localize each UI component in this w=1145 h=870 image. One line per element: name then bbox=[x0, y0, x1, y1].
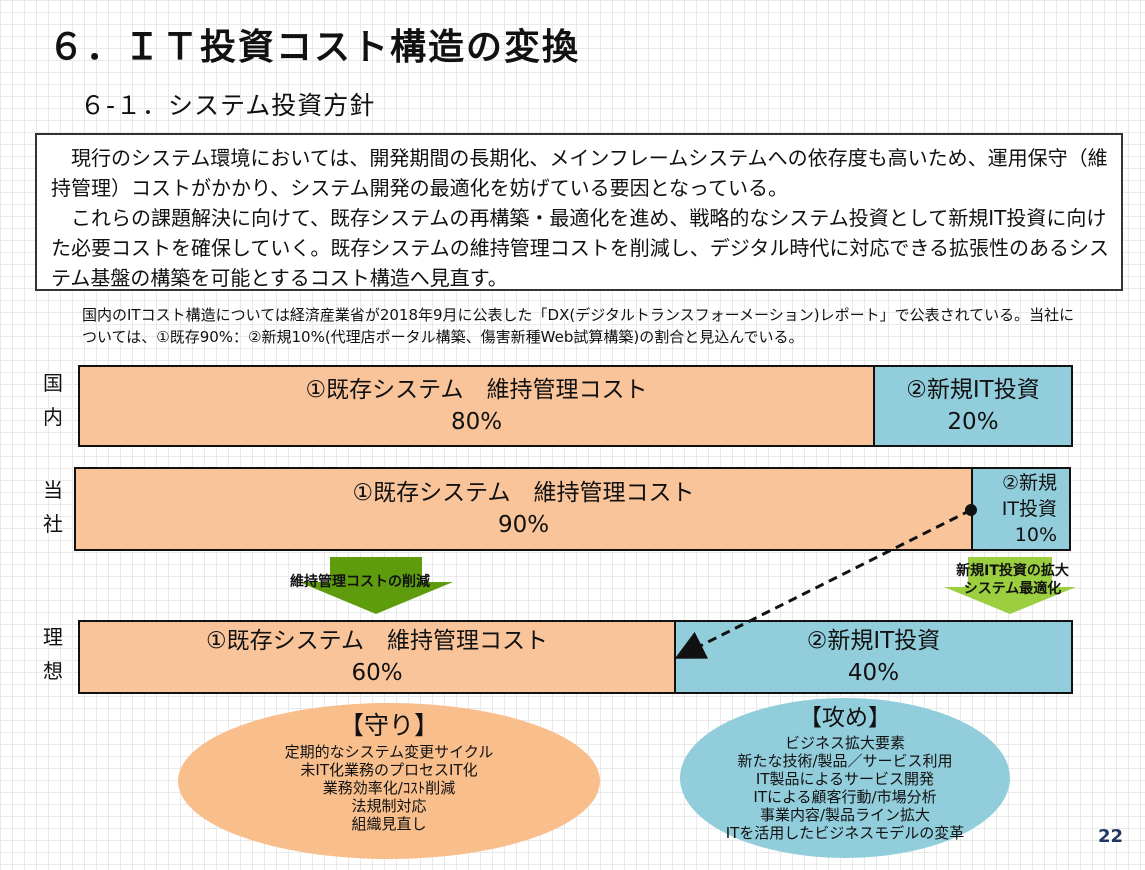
row-label-ideal-char-1: 理 bbox=[43, 625, 63, 649]
company-new-label-line-2: IT投資 bbox=[1001, 498, 1057, 520]
summary-paragraph-2: これらの課題解決に向けて、既存システムの再構築・最適化を進め、戦略的なシステム投… bbox=[51, 206, 1109, 290]
offense-item: IT製品によるサービス開発 bbox=[755, 770, 935, 788]
ideal-new-bar: ②新規IT投資 40% bbox=[674, 620, 1073, 694]
defense-ellipse: 【守り】 定期的なシステム変更サイクル 未IT化業務のプロセスIT化 業務効率化… bbox=[178, 703, 600, 859]
ideal-existing-bar: ①既存システム 維持管理コスト 60% bbox=[78, 620, 676, 694]
summary-paragraph-1: 現行のシステム環境においては、開発期間の長期化、メインフレームシステムへの依存度… bbox=[51, 146, 1108, 200]
dashed-connector-arrow bbox=[674, 508, 972, 659]
note-text: 国内のITコスト構造については経済産業省が2018年9月に公表した「DX(デジタ… bbox=[82, 306, 1075, 346]
defense-item: 業務効率化/ｺｽﾄ削減 bbox=[322, 779, 456, 797]
reduction-arrow-label: 維持管理コストの削減 bbox=[290, 574, 430, 590]
expansion-label-line-1: 新規IT投資の拡大 bbox=[956, 563, 1069, 579]
row-label-ideal-char-2: 想 bbox=[43, 659, 63, 683]
row-label-company-char-1: 当 bbox=[43, 478, 63, 502]
row-label-ideal: 理 想 bbox=[36, 620, 70, 688]
domestic-existing-label: ①既存システム 維持管理コスト bbox=[305, 377, 648, 403]
row-label-domestic-char-2: 内 bbox=[43, 405, 63, 429]
defense-item: 法規制対応 bbox=[351, 797, 427, 815]
page-number: 22 bbox=[1097, 826, 1123, 847]
defense-title: 【守り】 bbox=[338, 711, 439, 740]
reduction-arrow bbox=[299, 557, 453, 614]
ideal-new-pct: 40% bbox=[847, 660, 900, 686]
offense-ellipse: 【攻め】 ビジネス拡大要素 新たな技術/製品／サービス利用 IT製品によるサービ… bbox=[680, 698, 1010, 858]
expansion-label-line-2: システム最適化 bbox=[963, 581, 1062, 597]
ideal-existing-label: ①既存システム 維持管理コスト bbox=[206, 628, 548, 654]
summary-box: 現行のシステム環境においては、開発期間の長期化、メインフレームシステムへの依存度… bbox=[35, 133, 1123, 291]
row-label-domestic: 国 内 bbox=[36, 366, 70, 434]
company-new-pct: 10% bbox=[1014, 524, 1057, 546]
offense-item: 新たな技術/製品／サービス利用 bbox=[737, 752, 953, 770]
row-label-company-char-2: 社 bbox=[43, 512, 63, 536]
company-existing-bar: ①既存システム 維持管理コスト 90% bbox=[74, 467, 973, 551]
domestic-new-pct: 20% bbox=[947, 409, 999, 435]
offense-item: ITによる顧客行動/市場分析 bbox=[753, 788, 937, 806]
defense-item: 未IT化業務のプロセスIT化 bbox=[300, 761, 478, 779]
offense-item: ITを活用したビジネスモデルの変革 bbox=[725, 824, 965, 842]
offense-item: 事業内容/製品ライン拡大 bbox=[759, 806, 931, 824]
company-new-label-line-1: ②新規 bbox=[1001, 472, 1057, 494]
expansion-arrow bbox=[944, 557, 1076, 614]
defense-item: 組織見直し bbox=[351, 815, 427, 833]
offense-item: ビジネス拡大要素 bbox=[784, 734, 905, 752]
company-existing-pct: 90% bbox=[497, 512, 550, 538]
row-label-company: 当 社 bbox=[36, 473, 70, 541]
domestic-new-bar: ②新規IT投資 20% bbox=[873, 365, 1073, 447]
connector-start-dot bbox=[965, 504, 977, 516]
company-new-bar: ②新規 IT投資 10% bbox=[971, 467, 1071, 551]
row-label-domestic-char-1: 国 bbox=[43, 371, 63, 395]
defense-item: 定期的なシステム変更サイクル bbox=[284, 743, 494, 761]
section-subtitle: ６-１．システム投資方針 bbox=[80, 91, 376, 120]
ideal-existing-pct: 60% bbox=[351, 660, 403, 686]
domestic-existing-bar: ①既存システム 維持管理コスト 80% bbox=[78, 365, 875, 447]
domestic-new-label: ②新規IT投資 bbox=[906, 377, 1040, 403]
page-title: ６．ＩＴ投資コスト構造の変換 bbox=[48, 27, 581, 68]
domestic-existing-pct: 80% bbox=[450, 409, 503, 435]
expansion-arrow-label: 新規IT投資の拡大 システム最適化 bbox=[930, 562, 1095, 598]
offense-title: 【攻め】 bbox=[799, 705, 891, 731]
ideal-new-label: ②新規IT投資 bbox=[806, 628, 941, 654]
company-existing-label: ①既存システム 維持管理コスト bbox=[352, 480, 695, 506]
